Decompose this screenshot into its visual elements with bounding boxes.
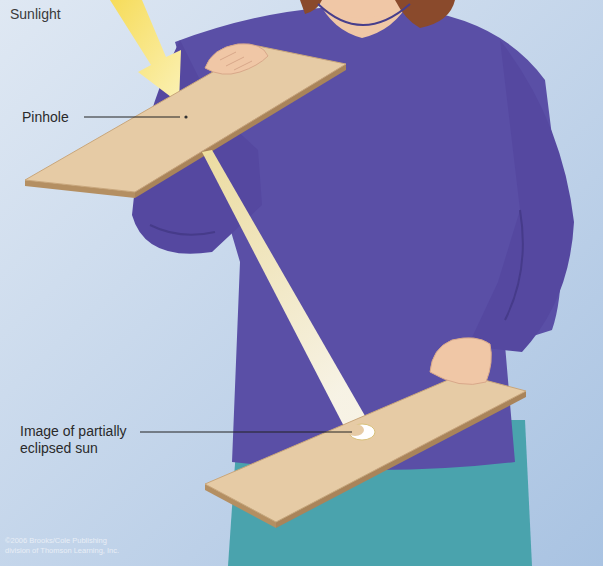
hand: [205, 44, 268, 75]
sunlight-arrow: [110, 0, 181, 103]
collar: [318, 4, 410, 25]
pinhole: [184, 115, 187, 118]
watermark: division of Thomson Learning, Inc.: [5, 546, 225, 555]
screen-board: [205, 374, 526, 522]
hair: [395, 0, 455, 28]
fingers: [220, 52, 252, 70]
pinhole-board: [25, 46, 346, 192]
label-pinhole: Pinhole: [22, 109, 92, 126]
sleeve-fold: [150, 225, 215, 235]
label-sunlight: Sunlight: [10, 6, 100, 23]
eclipse-shadow: [346, 424, 364, 436]
hand: [430, 338, 491, 385]
hair: [300, 0, 322, 14]
sleeve-fold: [505, 210, 523, 320]
leader-line: [140, 432, 352, 433]
watermark: ©2006 Brooks/Cole Publishing: [5, 536, 225, 545]
leader-line: [84, 117, 180, 118]
light-beam: [202, 150, 372, 438]
label-image: Image of partially eclipsed sun: [20, 423, 144, 457]
right-sleeve: [468, 40, 574, 352]
